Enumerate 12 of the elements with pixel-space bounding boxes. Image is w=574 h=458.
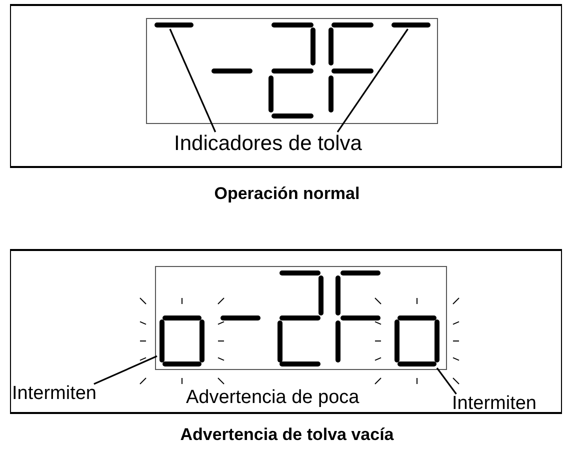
indicator-segment: [154, 21, 194, 29]
display-label: Advertencia de poca: [186, 388, 360, 409]
caption: Advertencia de tolva vacía: [180, 425, 394, 445]
indicator-segment: [391, 21, 431, 29]
caption: Operación normal: [214, 184, 360, 204]
callout-label: Intermiten: [452, 394, 536, 415]
leader-line: [94, 355, 158, 385]
display-digit: [157, 314, 207, 368]
callout-label: Indicadores de tolva: [174, 132, 362, 156]
display-digit: [392, 314, 442, 368]
callout-label: Intermiten: [12, 384, 96, 405]
leader-line: [436, 368, 457, 394]
